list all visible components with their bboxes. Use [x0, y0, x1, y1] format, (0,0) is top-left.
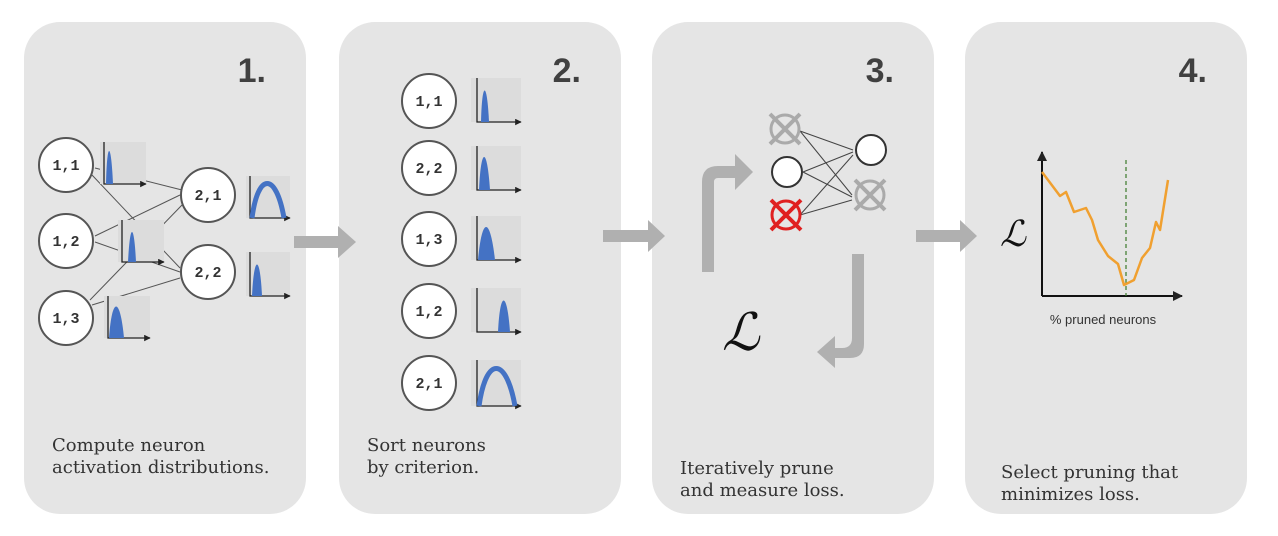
sorted-neuron-2: 2,2	[401, 140, 522, 196]
pruned-neuron-gray-2-icon	[853, 178, 887, 212]
sorted-neuron-3-label: 1,3	[415, 232, 442, 249]
active-neuron-2	[855, 134, 887, 166]
panel-4: 4. Select pruning that minimizes loss.	[965, 22, 1247, 514]
arrow-3-to-4	[916, 220, 977, 252]
step-number-1: 1.	[237, 52, 266, 90]
sorted-neuron-4-label: 1,2	[415, 304, 442, 321]
neuron-1-2: 1,2	[38, 213, 94, 269]
loss-chart: ℒ % pruned neurons	[1000, 151, 1183, 327]
pruning-network-connections	[799, 130, 854, 216]
caption-1-line-2: activation distributions.	[52, 457, 270, 478]
caption-3-line-2: and measure loss.	[680, 480, 845, 501]
distribution-2-1	[246, 176, 291, 222]
caption-3-line-1: Iteratively prune	[680, 458, 834, 479]
neuron-2-2: 2,2	[180, 244, 236, 300]
caption-4-line-1: Select pruning that	[1001, 462, 1179, 483]
neuron-2-2-label: 2,2	[194, 265, 221, 282]
neuron-1-3: 1,3	[38, 290, 94, 346]
panel-2: 2. Sort neurons by criterion.	[339, 22, 621, 514]
neuron-2-1: 2,1	[180, 167, 236, 223]
distribution-1-1	[100, 142, 147, 188]
distribution-1-2	[118, 220, 165, 266]
caption-4: Select pruning that minimizes loss.	[1001, 462, 1178, 506]
neuron-1-3-label: 1,3	[52, 311, 79, 328]
caption-2-line-1: Sort neurons	[367, 435, 486, 456]
caption-4-line-2: minimizes loss.	[1001, 484, 1140, 505]
sorted-neuron-1: 1,1	[401, 73, 522, 129]
distribution-2-2	[246, 252, 291, 300]
sorted-neuron-4: 1,2	[401, 283, 522, 339]
pruned-neuron-gray-icon	[768, 112, 802, 146]
loop-arrow-down	[817, 254, 864, 368]
loss-chart-x-label: % pruned neurons	[1050, 312, 1157, 327]
sorted-neuron-1-label: 1,1	[415, 94, 442, 111]
loop-arrow-up	[702, 154, 753, 272]
sorted-neuron-5: 2,1	[401, 355, 522, 411]
neuron-1-1-label: 1,1	[52, 158, 79, 175]
loss-chart-y-label: ℒ	[1000, 214, 1027, 255]
arrow-1-to-2	[294, 226, 356, 258]
sorted-neuron-3: 1,3	[401, 211, 522, 267]
step-number-4: 4.	[1178, 52, 1207, 90]
distribution-1-3	[104, 296, 151, 342]
pruned-neuron-red-icon	[769, 198, 803, 232]
step-number-2: 2.	[552, 52, 581, 90]
arrow-2-to-3	[603, 220, 665, 252]
neuron-1-1: 1,1	[38, 137, 94, 193]
sorted-neuron-2-label: 2,2	[415, 161, 442, 178]
active-neuron-1	[771, 156, 803, 188]
caption-2-line-2: by criterion.	[367, 457, 480, 478]
step-number-3: 3.	[865, 52, 894, 90]
caption-1: Compute neuron activation distributions.	[52, 435, 269, 479]
caption-1-line-1: Compute neuron	[52, 435, 206, 456]
neuron-1-2-label: 1,2	[52, 234, 79, 251]
caption-3: Iteratively prune and measure loss.	[680, 458, 845, 502]
panel-3: 3. Iteratively prune and measure loss.	[652, 22, 934, 514]
loss-symbol: ℒ	[722, 303, 761, 363]
caption-2: Sort neurons by criterion.	[367, 435, 486, 479]
neuron-2-1-label: 2,1	[194, 188, 221, 205]
sorted-neuron-5-label: 2,1	[415, 376, 442, 393]
loss-curve	[1041, 171, 1170, 287]
